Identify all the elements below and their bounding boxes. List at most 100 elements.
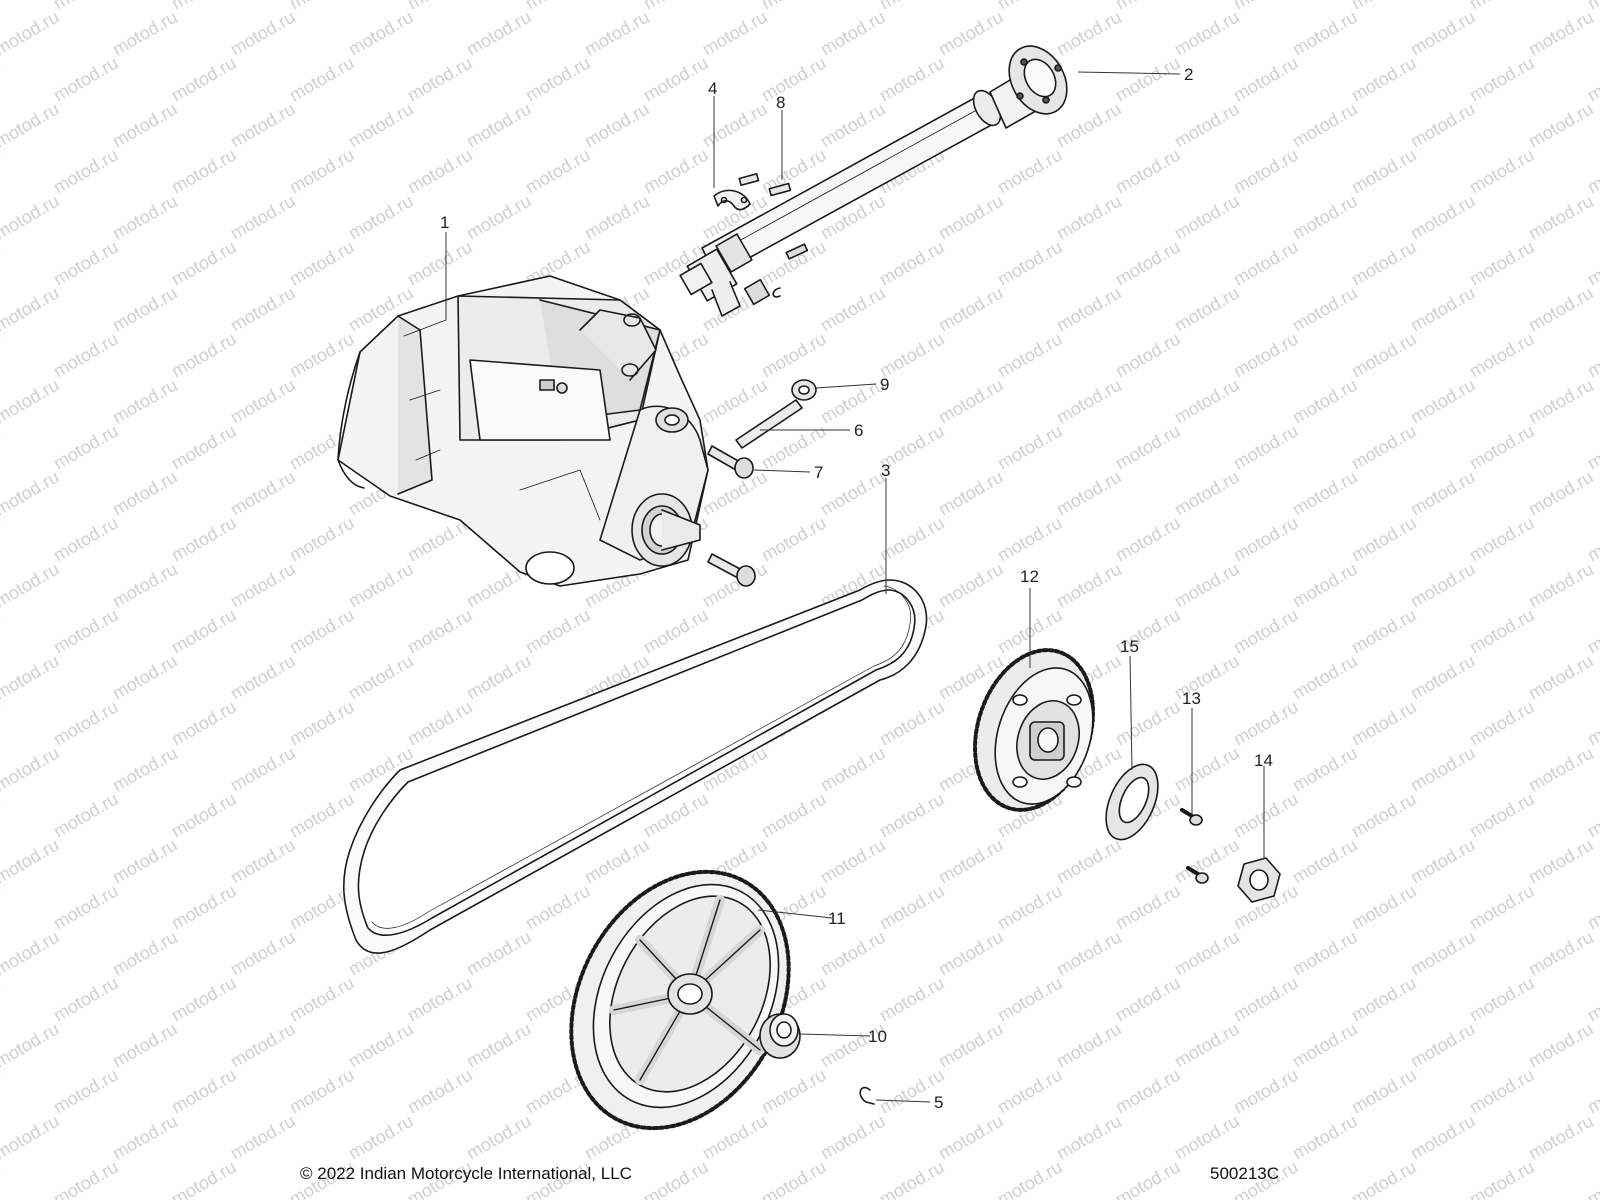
watermark-text: motod.ru: [345, 1111, 417, 1164]
watermark-text: motod.ru: [1525, 927, 1597, 980]
watermark-text: motod.ru: [758, 0, 830, 13]
watermark-text: motod.ru: [1171, 283, 1243, 336]
watermark-text: motod.ru: [817, 743, 889, 796]
watermark-text: motod.ru: [935, 283, 1007, 336]
watermark-text: motod.ru: [1171, 191, 1243, 244]
leader-lines: [445, 71, 1265, 1103]
watermark-text: motod.ru: [1525, 835, 1597, 888]
watermark-text: motod.ru: [699, 467, 771, 520]
watermark-text: motod.ru: [109, 191, 181, 244]
watermark-text: motod.ru: [286, 237, 358, 290]
watermark-text: motod.ru: [1466, 697, 1538, 750]
callout-8: 8: [776, 93, 785, 112]
watermark-text: motod.ru: [50, 145, 122, 198]
watermark-text: motod.ru: [1112, 145, 1184, 198]
watermark-text: motod.ru: [1230, 789, 1302, 842]
watermark-text: motod.ru: [227, 1019, 299, 1072]
callout-11: 11: [828, 909, 846, 928]
watermark-text: motod.ru: [0, 145, 4, 198]
watermark-text: motod.ru: [1525, 375, 1597, 428]
watermark-text: motod.ru: [817, 835, 889, 888]
watermark-text: motod.ru: [1584, 973, 1600, 1026]
watermark-text: motod.ru: [1289, 743, 1361, 796]
watermark-text: motod.ru: [109, 283, 181, 336]
watermark-text: motod.ru: [994, 513, 1066, 566]
watermark-text: motod.ru: [109, 467, 181, 520]
watermark-text: motod.ru: [0, 421, 4, 474]
watermark-text: motod.ru: [109, 927, 181, 980]
watermark-text: motod.ru: [286, 605, 358, 658]
watermark-text: motod.ru: [1466, 605, 1538, 658]
watermark-text: motod.ru: [463, 99, 535, 152]
watermark-text: motod.ru: [640, 53, 712, 106]
watermark-text: motod.ru: [1348, 513, 1420, 566]
watermark-text: motod.ru: [935, 1111, 1007, 1164]
callout-10: 10: [868, 1027, 887, 1046]
watermark-text: motod.ru: [640, 605, 712, 658]
watermark-text: motod.ru: [1112, 1065, 1184, 1118]
callout-15: 15: [1120, 637, 1139, 656]
rear-pulley-11: [569, 869, 791, 1131]
watermark-text: motod.ru: [1112, 973, 1184, 1026]
watermark-text: motod.ru: [109, 835, 181, 888]
watermark-text: motod.ru: [168, 513, 240, 566]
watermark-text: motod.ru: [404, 1065, 476, 1118]
watermark-text: motod.ru: [1348, 1157, 1420, 1200]
watermark-text: motod.ru: [1289, 467, 1361, 520]
watermark-text: motod.ru: [1171, 559, 1243, 612]
watermark-text: motod.ru: [404, 53, 476, 106]
watermark-text: motod.ru: [1584, 1065, 1600, 1118]
watermark-text: motod.ru: [286, 53, 358, 106]
final-drive-housing: [337, 275, 709, 587]
watermark-text: motod.ru: [935, 927, 1007, 980]
watermark-text: motod.ru: [345, 7, 417, 60]
watermark-text: motod.ru: [876, 1157, 948, 1200]
watermark-text: motod.ru: [1053, 191, 1125, 244]
watermark-text: motod.ru: [1053, 559, 1125, 612]
watermark-text: motod.ru: [404, 237, 476, 290]
watermark-text: motod.ru: [168, 1157, 240, 1200]
watermark-text: motod.ru: [1230, 145, 1302, 198]
watermark-text: motod.ru: [699, 1111, 771, 1164]
watermark-text: motod.ru: [1348, 237, 1420, 290]
watermark-text: motod.ru: [50, 973, 122, 1026]
watermark-text: motod.ru: [50, 513, 122, 566]
watermark-text: motod.ru: [994, 145, 1066, 198]
watermark-text: motod.ru: [1466, 881, 1538, 934]
watermark-text: motod.ru: [1230, 973, 1302, 1026]
watermark-text: motod.ru: [1348, 421, 1420, 474]
watermark-text: motod.ru: [50, 421, 122, 474]
watermark-text: motod.ru: [1112, 237, 1184, 290]
watermark-text: motod.ru: [876, 329, 948, 382]
watermark-text: motod.ru: [0, 513, 4, 566]
watermark-text: motod.ru: [168, 421, 240, 474]
watermark-text: motod.ru: [1466, 145, 1538, 198]
watermark-text: motod.ru: [1230, 605, 1302, 658]
watermark-text: motod.ru: [345, 1019, 417, 1072]
watermark-text: motod.ru: [50, 789, 122, 842]
watermark-text: motod.ru: [227, 1111, 299, 1164]
watermark-text: motod.ru: [1466, 789, 1538, 842]
watermark-text: motod.ru: [758, 789, 830, 842]
watermark-text: motod.ru: [817, 467, 889, 520]
callout-9: 9: [880, 375, 889, 394]
watermark-text: motod.ru: [876, 973, 948, 1026]
watermark-text: motod.ru: [1466, 329, 1538, 382]
watermark-text: motod.ru: [109, 375, 181, 428]
watermark-text: motod.ru: [522, 881, 594, 934]
watermark-text: motod.ru: [50, 697, 122, 750]
watermark-text: motod.ru: [817, 1111, 889, 1164]
watermark-text: motod.ru: [581, 835, 653, 888]
callout-1: 1: [440, 213, 449, 232]
watermark-text: motod.ru: [168, 881, 240, 934]
watermark-text: motod.ru: [109, 99, 181, 152]
watermark-text: motod.ru: [1584, 789, 1600, 842]
watermark-text: motod.ru: [109, 559, 181, 612]
watermark-text: motod.ru: [463, 1019, 535, 1072]
watermark-text: motod.ru: [1289, 1019, 1361, 1072]
lock-plate-15: [1105, 763, 1159, 841]
watermark-text: motod.ru: [0, 467, 63, 520]
washer-9: [791, 379, 817, 401]
watermark-text: motod.ru: [581, 7, 653, 60]
watermark-text: motod.ru: [1584, 605, 1600, 658]
